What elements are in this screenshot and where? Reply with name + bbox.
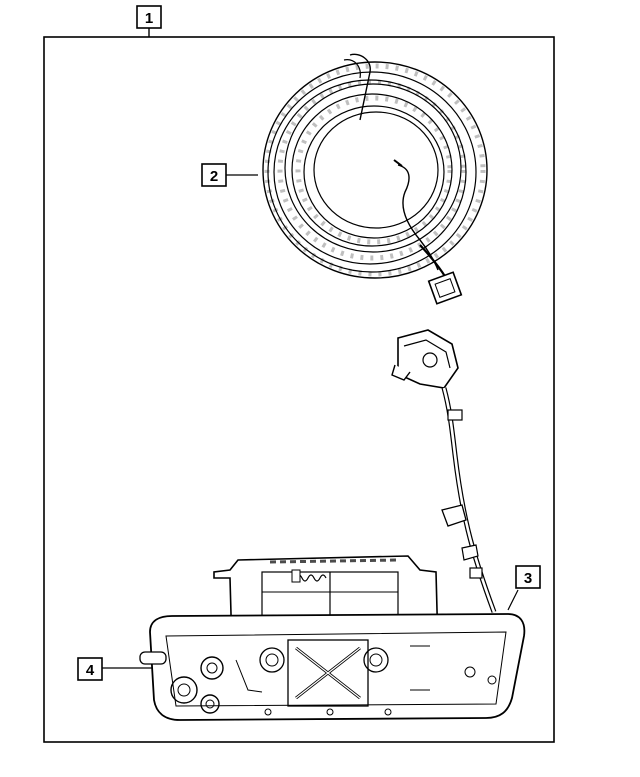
callout-3-label: 3 — [524, 570, 532, 587]
handle-assembly — [139, 555, 526, 721]
callout-2-label: 2 — [210, 168, 218, 185]
callout-4-label: 4 — [86, 662, 95, 679]
callout-1-label: 1 — [145, 10, 153, 27]
callout-3[interactable]: 3 — [507, 565, 541, 611]
callout-1[interactable]: 1 — [136, 5, 162, 37]
callout-2[interactable]: 2 — [201, 163, 258, 187]
camera-lead — [391, 329, 497, 613]
diagram-frame — [43, 36, 555, 743]
coiled-wire-harness — [262, 53, 488, 305]
